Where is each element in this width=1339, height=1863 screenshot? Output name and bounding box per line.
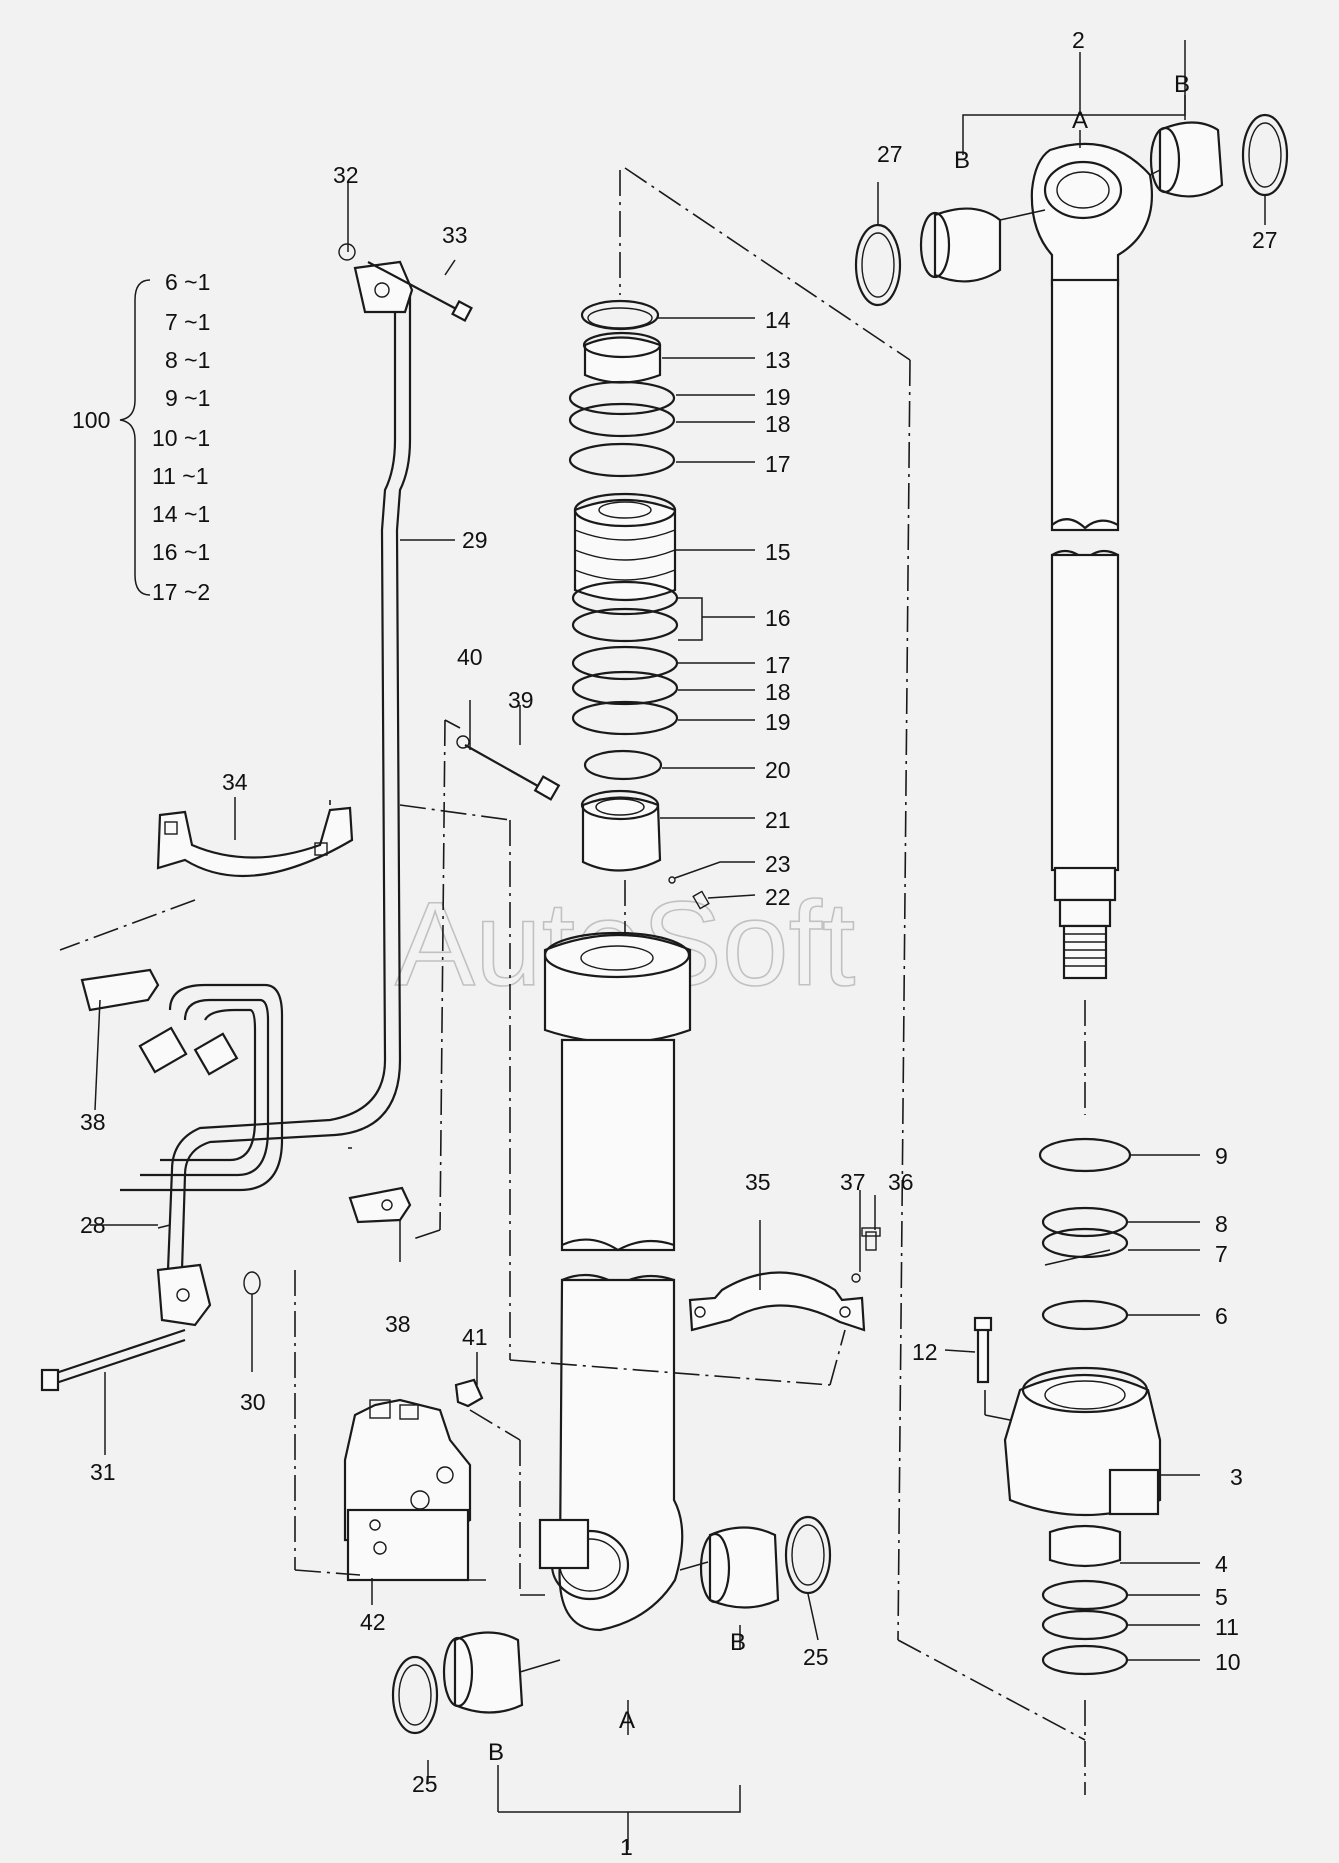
bolts [338,243,561,801]
ref-b-bottom-left: B [488,1739,504,1766]
callout-29: 29 [462,527,488,553]
callout-17: 17 [765,451,791,477]
callout-37: 37 [840,1169,866,1195]
kit-list: 100 6 ~1 7 ~1 8 ~1 9 ~1 10 ~1 11 ~1 14 ~… [72,269,210,605]
piston-stack [568,170,710,910]
reference-letters: A B B A B B [488,71,1190,1766]
kit-item: 8 ~1 [165,347,210,373]
kit-brace [119,279,151,596]
ref-b-top-right: B [1174,71,1190,98]
callout-33: 33 [442,222,468,248]
callout-41: 41 [462,1324,488,1350]
callout-34: 34 [222,769,248,795]
kit-item: 7 ~1 [165,309,210,335]
kit-label: 100 [72,407,110,433]
callout-21: 21 [765,807,791,833]
piping [40,260,414,1392]
callout-15: 15 [765,539,791,565]
callout-36: 36 [888,1169,914,1195]
cylinder-head [973,1137,1162,1795]
callout-22: 22 [765,884,791,910]
callout-12: 12 [912,1339,938,1365]
kit-item: 9 ~1 [165,385,210,411]
callout-16: 16 [765,605,791,631]
callout-32: 32 [333,162,359,188]
callout-39: 39 [508,687,534,713]
callouts: 2 27 27 32 33 14 13 19 18 17 29 15 16 17… [80,27,1278,1860]
callout-19: 19 [765,709,791,735]
callout-17: 17 [765,652,791,678]
callout-1: 1 [620,1834,633,1860]
callout-11: 11 [1215,1614,1239,1640]
ref-a-top: A [1072,107,1088,134]
callout-38: 38 [80,1109,106,1135]
clamps [156,806,881,1332]
callout-20: 20 [765,757,791,783]
callout-4: 4 [1215,1551,1228,1577]
callout-23: 23 [765,851,791,877]
callout-3: 3 [1230,1464,1243,1490]
piston-rod [1030,142,1154,1115]
callout-38: 38 [385,1311,411,1337]
kit-item: 11 ~1 [152,463,209,489]
o-ring-30 [243,1271,261,1295]
callout-10: 10 [1215,1649,1241,1675]
callout-28: 28 [80,1212,106,1238]
callout-8: 8 [1215,1211,1228,1237]
kit-item: 6 ~1 [165,269,210,295]
callout-14: 14 [765,307,791,333]
callout-18: 18 [765,679,791,705]
ref-b-top-left: B [954,147,970,174]
ref-a-bottom: A [619,1707,635,1734]
callout-13: 13 [765,347,791,373]
callout-18: 18 [765,411,791,437]
ref-b-bottom-right: B [730,1629,746,1656]
callout-2: 2 [1072,27,1085,53]
kit-item: 17 ~2 [152,579,210,605]
leader-lines [90,40,1266,1850]
callout-25: 25 [412,1771,438,1797]
callout-27: 27 [1252,227,1278,253]
callout-6: 6 [1215,1303,1228,1329]
callout-7: 7 [1215,1241,1228,1267]
callout-35: 35 [745,1169,771,1195]
callout-30: 30 [240,1389,266,1415]
callout-31: 31 [90,1459,116,1485]
callout-25: 25 [803,1644,829,1670]
tube-end-bushings [391,1515,832,1735]
safety-valve [343,1378,484,1582]
assembly-lines [59,167,1086,1741]
callout-9: 9 [1215,1143,1228,1169]
kit-item: 14 ~1 [152,501,210,527]
kit-item: 10 ~1 [152,425,210,451]
callout-40: 40 [457,644,483,670]
callout-19: 19 [765,384,791,410]
kit-item: 16 ~1 [152,539,210,565]
callout-27: 27 [877,141,903,167]
callout-5: 5 [1215,1584,1228,1610]
cylinder-tube [538,931,692,1632]
callout-42: 42 [360,1609,386,1635]
